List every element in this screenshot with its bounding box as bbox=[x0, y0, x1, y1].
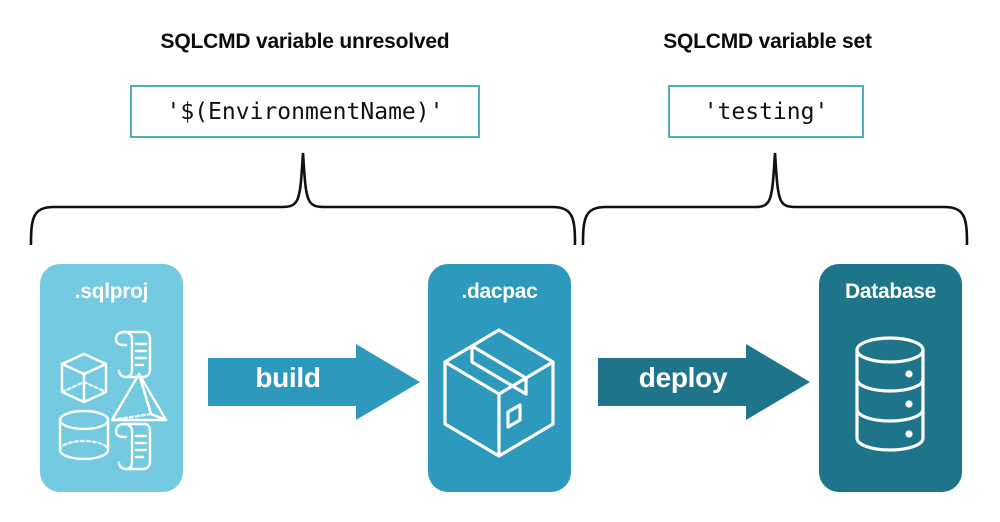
scroll-icon bbox=[114, 330, 152, 379]
stage-box-dacpac: .dacpac bbox=[428, 264, 571, 492]
brace-right bbox=[581, 152, 969, 245]
code-box-set: 'testing' bbox=[668, 85, 864, 138]
stage-label-dacpac: .dacpac bbox=[461, 280, 538, 303]
code-box-unresolved: '$(EnvironmentName)' bbox=[130, 85, 480, 138]
stage-label-database: Database bbox=[845, 280, 936, 303]
arrow-label-build: build bbox=[255, 362, 321, 393]
sqlproj-artwork bbox=[58, 330, 168, 471]
cube-icon bbox=[60, 352, 108, 404]
database-cylinder-icon bbox=[855, 336, 925, 452]
group-title-left: SQLCMD variable unresolved bbox=[160, 30, 450, 53]
arrow-label-deploy: deploy bbox=[638, 362, 728, 393]
pyramid-icon bbox=[110, 372, 168, 422]
database-artwork bbox=[855, 336, 925, 452]
stage-box-database: Database bbox=[819, 264, 962, 492]
cylinder-icon bbox=[58, 409, 110, 461]
arrow-build bbox=[208, 344, 420, 420]
stage-box-sqlproj: .sqlproj bbox=[40, 264, 183, 492]
brace-left bbox=[29, 152, 577, 245]
stage-label-sqlproj: .sqlproj bbox=[74, 280, 149, 303]
dacpac-artwork bbox=[443, 328, 555, 458]
scroll-icon bbox=[114, 422, 152, 471]
package-box-icon bbox=[443, 328, 555, 458]
group-title-right: SQLCMD variable set bbox=[663, 30, 872, 53]
arrow-deploy bbox=[598, 344, 810, 420]
